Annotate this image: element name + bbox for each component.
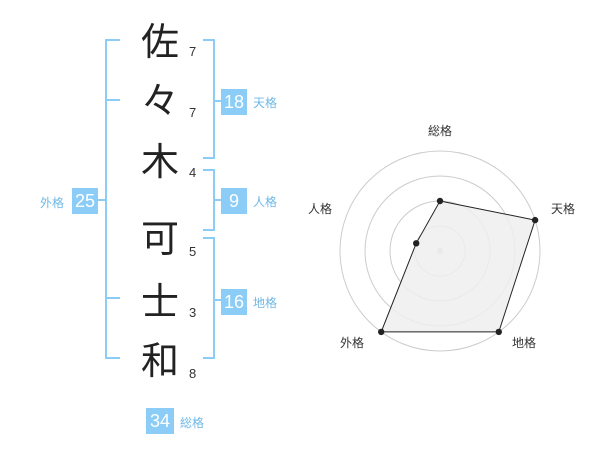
radar-axis-label-jinkaku: 人格	[308, 202, 333, 216]
radar-chart	[339, 150, 541, 352]
radar-axis-label-soukaku: 総格	[428, 124, 453, 138]
name-char-1: 佐	[140, 20, 179, 64]
chikaku-label: 地格	[253, 296, 278, 310]
name-char-3: 木	[140, 140, 179, 184]
gaikaku-label: 外格	[40, 196, 65, 210]
stroke-count-4: 5	[189, 244, 197, 259]
radar-axis-label-chikaku: 地格	[512, 336, 537, 350]
name-char-6: 和	[140, 339, 179, 383]
chikaku-bracket	[203, 237, 215, 359]
soukaku-label: 総格	[180, 416, 205, 430]
stroke-count-2: 7	[189, 105, 197, 120]
jinkaku-value: 9	[221, 188, 247, 214]
radar-ring-4	[339, 150, 541, 352]
tenkaku-value: 18	[221, 89, 247, 115]
jinkaku-label: 人格	[253, 195, 278, 209]
radar-area	[380, 200, 536, 333]
radar-point-5	[413, 240, 420, 247]
chikaku-value: 16	[221, 289, 247, 315]
stroke-count-1: 7	[189, 44, 197, 59]
radar-axis-label-gaikaku: 外格	[340, 336, 365, 350]
name-char-4: 可	[140, 217, 179, 261]
brackets	[98, 39, 221, 359]
stroke-count-3: 4	[189, 165, 197, 180]
tenkaku-label: 天格	[253, 96, 278, 110]
stroke-count-6: 8	[189, 366, 197, 381]
name-char-2: 々	[140, 79, 179, 123]
radar-point-4	[378, 328, 385, 336]
radar-point-2	[531, 216, 539, 224]
radar-axis-label-tenkaku: 天格	[551, 202, 576, 216]
soukaku-value: 34	[146, 408, 174, 434]
stroke-count-5: 3	[189, 305, 197, 320]
radar-point-3	[495, 328, 502, 336]
radar-point-1	[436, 197, 444, 205]
tenkaku-bracket	[203, 39, 215, 159]
name-char-5: 士	[140, 280, 179, 324]
gaikaku-value: 25	[72, 188, 98, 214]
gaikaku-bracket	[105, 39, 120, 359]
jinkaku-bracket	[203, 169, 215, 231]
